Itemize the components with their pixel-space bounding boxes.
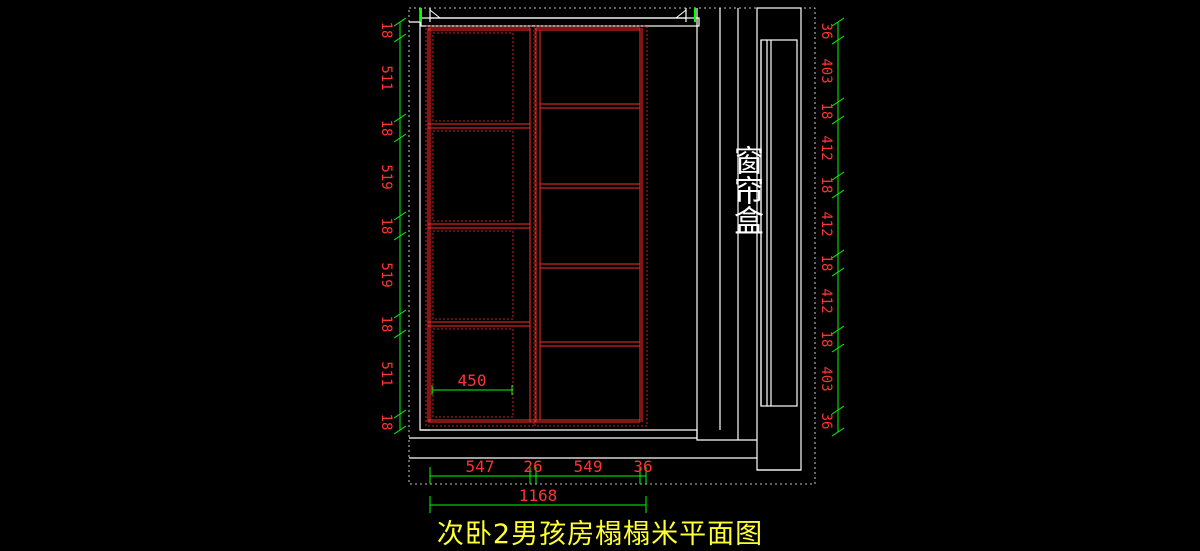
right-dim-text: 412 xyxy=(818,211,834,236)
right-dim-text: 18 xyxy=(818,103,834,120)
right-dim-tick xyxy=(831,405,845,415)
left-dimension-chain: 18 511 18 519 18 519 18 511 18 xyxy=(378,17,407,435)
left-dim-text: 18 xyxy=(378,218,394,235)
right-dim-tick xyxy=(831,35,845,45)
right-dim-tick xyxy=(831,115,845,125)
right-dim-text: 36 xyxy=(818,413,834,430)
right-dim-tick xyxy=(831,17,845,27)
right-dim-text: 403 xyxy=(818,58,834,83)
left-dim-tick xyxy=(393,211,407,221)
bottom-dim-text: 36 xyxy=(633,457,652,476)
right-dim-tick xyxy=(831,189,845,199)
cell-width-dimension: 450 xyxy=(431,371,513,395)
right-dim-tick xyxy=(831,325,845,335)
cabinet-right-column xyxy=(536,27,643,422)
right-dim-tick xyxy=(831,97,845,107)
left-dim-text: 18 xyxy=(378,120,394,137)
left-dim-tick xyxy=(393,409,407,419)
right-dimension-chain: 36 403 18 412 18 412 18 412 18 403 36 xyxy=(818,17,845,437)
left-dim-tick xyxy=(393,133,407,143)
cabinet-divider xyxy=(529,28,537,422)
bottom-dimension-chain: 547 26 549 36 xyxy=(429,457,653,484)
left-dim-text: 18 xyxy=(378,414,394,431)
left-dim-tick xyxy=(393,425,407,435)
left-dim-text: 18 xyxy=(378,316,394,333)
right-dim-text: 412 xyxy=(818,135,834,160)
bottom-dim-text: 26 xyxy=(523,457,542,476)
left-dim-text: 519 xyxy=(378,262,394,287)
total-width-dimension: 1168 xyxy=(429,486,647,513)
total-dim-text: 1168 xyxy=(519,486,558,505)
corner-markers xyxy=(419,8,687,22)
left-dim-tick xyxy=(393,33,407,43)
right-dim-text: 412 xyxy=(818,288,834,313)
right-dim-tick xyxy=(831,427,845,437)
right-dim-text: 18 xyxy=(818,331,834,348)
drawing-boundary xyxy=(408,7,816,485)
left-dim-text: 511 xyxy=(378,65,394,90)
right-dim-text: 18 xyxy=(818,177,834,194)
bottom-dim-text: 547 xyxy=(466,457,495,476)
left-dim-tick xyxy=(393,329,407,339)
bottom-dim-text: 549 xyxy=(574,457,603,476)
left-dim-text: 511 xyxy=(378,361,394,386)
curtain-box-label: 窗帘盒 xyxy=(728,145,763,235)
right-dim-tick xyxy=(831,343,845,353)
cell-width-text: 450 xyxy=(458,371,487,390)
right-dim-tick xyxy=(831,171,845,181)
room-walls xyxy=(409,7,802,471)
right-dim-tick xyxy=(831,249,845,259)
left-dim-tick xyxy=(393,17,407,27)
left-dim-text: 519 xyxy=(378,164,394,189)
left-dim-tick xyxy=(393,113,407,123)
cabinet-dashed-outlines xyxy=(425,25,648,427)
right-dim-text: 36 xyxy=(818,23,834,40)
left-dim-text: 18 xyxy=(378,22,394,39)
left-dim-tick xyxy=(393,231,407,241)
cabinet-left-column xyxy=(427,27,640,423)
right-dim-tick xyxy=(831,267,845,277)
right-dim-text: 18 xyxy=(818,255,834,272)
drawing-caption: 次卧2男孩房榻榻米平面图 xyxy=(436,519,764,550)
left-dim-tick xyxy=(393,309,407,319)
right-dim-text: 403 xyxy=(818,366,834,391)
